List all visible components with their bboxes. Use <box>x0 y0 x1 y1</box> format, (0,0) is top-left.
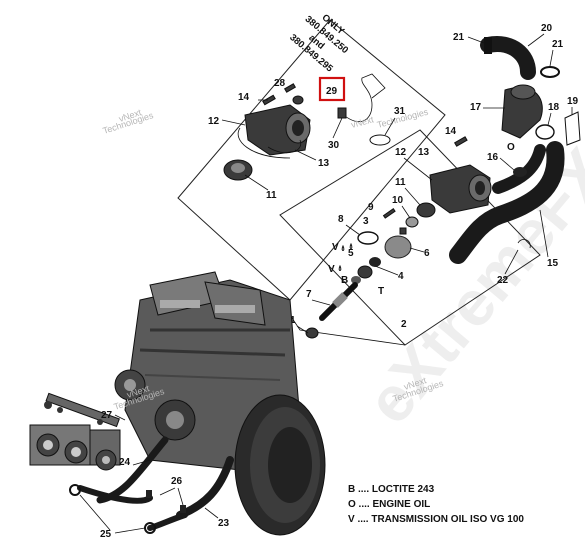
oil-drop-2 <box>349 242 353 249</box>
frame-leader <box>289 314 406 346</box>
clamp-26b <box>180 505 186 513</box>
upper-frame <box>177 19 446 301</box>
hose-clamp-21 <box>540 66 560 78</box>
legend-v: V .... TRANSMISSION OIL ISO VG 100 <box>348 514 524 525</box>
bolt-3 <box>382 208 396 219</box>
note-block: ONLY 380.849.250 and 380.849.295 <box>287 12 350 75</box>
legend: B .... LOCTITE 243 O .... ENGINE OIL V .… <box>348 484 524 525</box>
watermark-brand-2: vNext <box>350 114 375 130</box>
legend-o: O .... ENGINE OIL <box>348 499 430 510</box>
upper-bolt-14 <box>262 94 276 106</box>
callout-3[interactable]: 3 <box>363 216 369 227</box>
hose-clamp-22 <box>517 239 531 249</box>
callout-13[interactable]: 13 <box>318 158 330 169</box>
lower-hoses <box>77 436 234 531</box>
callout-22[interactable]: 22 <box>497 275 509 286</box>
callout-29[interactable]: 29 <box>326 86 338 97</box>
callout-18[interactable]: 18 <box>548 102 560 113</box>
callout-20[interactable]: 20 <box>541 23 553 34</box>
callout-24[interactable]: 24 <box>119 457 131 468</box>
callout-8[interactable]: 8 <box>338 214 344 225</box>
callout-7[interactable]: 7 <box>306 289 312 300</box>
callout-21b[interactable]: 21 <box>552 39 564 50</box>
pump-shaft-assembly <box>305 227 412 339</box>
callout-27[interactable]: 27 <box>101 410 113 421</box>
callout-11[interactable]: 11 <box>266 190 277 201</box>
callout-9[interactable]: 9 <box>368 202 374 213</box>
callout-28[interactable]: 28 <box>274 78 286 89</box>
sensor-plug <box>337 107 347 119</box>
callout-17[interactable]: 17 <box>470 102 482 113</box>
callout-15[interactable]: 15 <box>547 258 559 269</box>
oil-drop-3 <box>338 264 342 271</box>
symbol-o: O <box>507 142 515 153</box>
sensor-wire <box>339 73 386 123</box>
seal-ring-31 <box>369 134 391 146</box>
clamp-25a <box>69 484 81 496</box>
gasket-19 <box>564 111 581 146</box>
middle-impeller <box>416 202 436 218</box>
upper-pump-housing <box>237 104 311 159</box>
callout-1[interactable]: 1 <box>290 315 296 326</box>
clamp-26a <box>146 490 152 498</box>
callout-6[interactable]: 6 <box>424 248 430 259</box>
callout-14[interactable]: 14 <box>238 92 250 103</box>
highlight-box-29 <box>318 76 346 102</box>
upper-gasket <box>267 139 302 154</box>
callout-19[interactable]: 19 <box>567 96 579 107</box>
callout-31[interactable]: 31 <box>394 106 406 117</box>
callout-21[interactable]: 21 <box>453 32 465 43</box>
callout-11b[interactable]: 11 <box>395 177 406 188</box>
o-ring-upper <box>292 95 304 105</box>
symbol-v-2: V <box>328 264 335 275</box>
callout-14b[interactable]: 14 <box>445 126 457 137</box>
callout-2[interactable]: 2 <box>401 319 407 330</box>
upper-bolt-28 <box>283 83 297 93</box>
callout-4[interactable]: 4 <box>398 271 404 282</box>
callout-16[interactable]: 16 <box>487 152 499 163</box>
callout-23[interactable]: 23 <box>218 518 230 529</box>
callout-30[interactable]: 30 <box>328 140 340 151</box>
callout-12b[interactable]: 12 <box>395 147 407 158</box>
throttle-bodies <box>29 424 121 471</box>
thermostat-housing-17 <box>501 84 543 139</box>
callout-13b[interactable]: 13 <box>418 147 430 158</box>
callout-26[interactable]: 26 <box>171 476 183 487</box>
middle-seal <box>405 216 419 228</box>
callout-5[interactable]: 5 <box>348 248 354 259</box>
callout-10[interactable]: 10 <box>392 195 404 206</box>
legend-b: B .... LOCTITE 243 <box>348 484 435 495</box>
symbol-b: B <box>341 275 348 286</box>
symbol-v-1: V <box>332 242 339 253</box>
middle-pump-housing <box>429 164 492 214</box>
thermostat-18 <box>535 124 555 140</box>
magneto-cover <box>234 394 326 536</box>
oil-drop-1 <box>341 244 345 251</box>
fuel-rail <box>44 392 120 428</box>
symbol-t: T <box>378 286 384 297</box>
callout-25[interactable]: 25 <box>100 529 112 540</box>
bolt-14b <box>453 136 468 147</box>
bearing-ring-8 <box>357 231 379 245</box>
callout-12[interactable]: 12 <box>208 116 220 127</box>
upper-hose-20 <box>480 36 536 80</box>
hose-clamp-16 <box>513 167 527 177</box>
